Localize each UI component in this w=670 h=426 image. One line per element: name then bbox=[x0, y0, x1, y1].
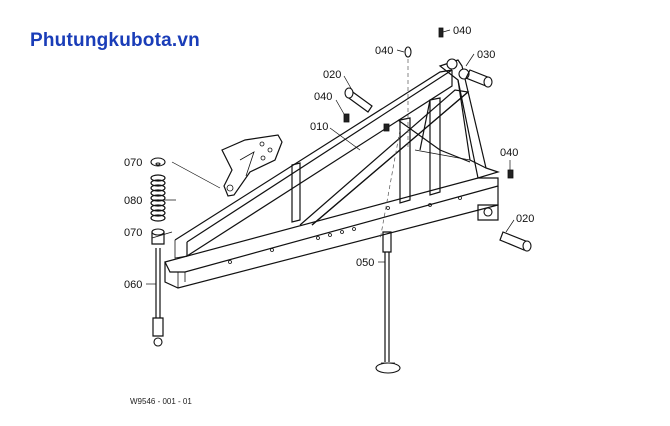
main-frame bbox=[164, 52, 500, 289]
pin-030 bbox=[465, 69, 493, 88]
callout-030: 030 bbox=[477, 49, 495, 61]
callout-040-mid: 040 bbox=[314, 91, 332, 103]
callouts: 040 040 030 020 040 010 070 040 080 070 … bbox=[124, 25, 534, 291]
callout-040-top: 040 bbox=[453, 25, 471, 37]
callout-020-top: 020 bbox=[323, 69, 341, 81]
beam-holes bbox=[228, 196, 462, 264]
mounting-bracket bbox=[221, 134, 283, 197]
callout-040-left: 040 bbox=[375, 45, 393, 57]
callout-010: 010 bbox=[310, 121, 328, 133]
callout-080: 080 bbox=[124, 195, 142, 207]
brand-watermark: Phutungkubota.vn bbox=[30, 30, 200, 51]
callout-040-right: 040 bbox=[500, 147, 518, 159]
callout-050: 050 bbox=[356, 257, 374, 269]
spring-assembly bbox=[150, 157, 166, 347]
callout-020-right: 020 bbox=[516, 213, 534, 225]
spring-coils bbox=[150, 174, 166, 222]
pin-020-top bbox=[344, 87, 373, 113]
callout-060: 060 bbox=[124, 279, 142, 291]
linch-pins bbox=[343, 27, 514, 179]
callout-070-bottom: 070 bbox=[124, 227, 142, 239]
stand-leg bbox=[375, 231, 401, 374]
drawing-code: W9546 - 001 - 01 bbox=[130, 397, 192, 406]
leader-lines bbox=[146, 29, 515, 285]
callout-070-top: 070 bbox=[124, 157, 142, 169]
pin-020-right bbox=[499, 231, 532, 252]
